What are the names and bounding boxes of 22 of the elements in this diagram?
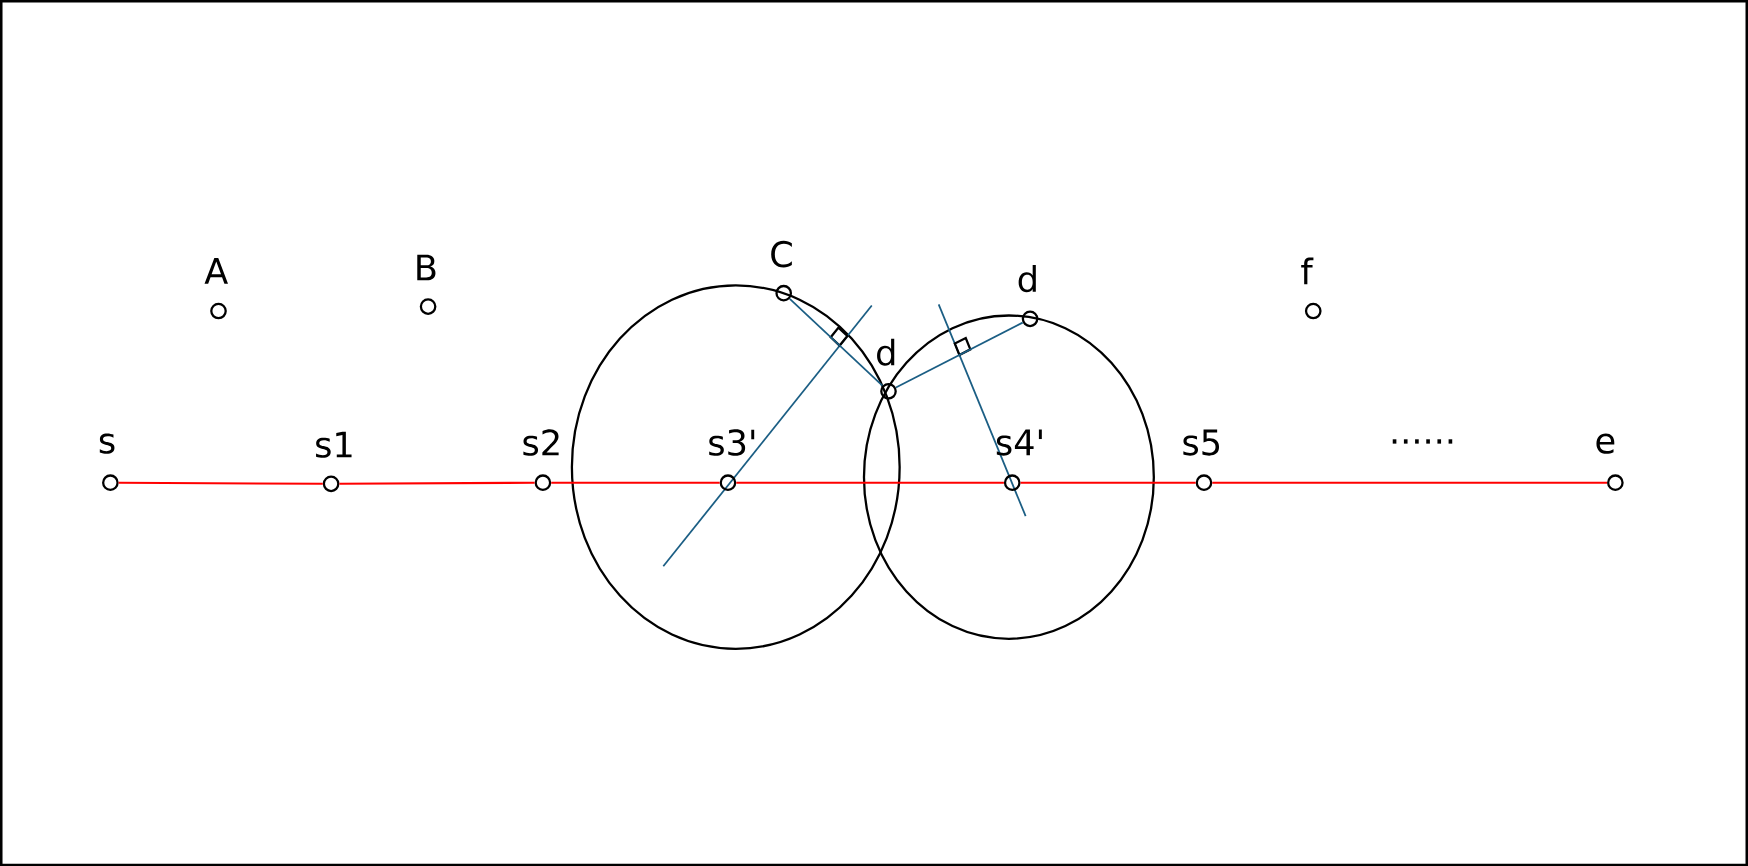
point-label: B xyxy=(417,254,436,281)
line-segment xyxy=(1212,481,1607,484)
line-segment xyxy=(788,297,884,387)
point-label: A xyxy=(204,258,228,284)
point-label: f xyxy=(1301,257,1314,285)
point-label: s2 xyxy=(523,429,559,456)
line-segment xyxy=(736,481,1004,484)
point-label: s5 xyxy=(1183,429,1219,456)
point-label: e xyxy=(1596,433,1615,454)
line-segment xyxy=(118,481,323,485)
line-segment xyxy=(895,321,1024,389)
line-segment xyxy=(551,481,720,484)
point-label: d xyxy=(877,338,895,366)
point-label: s3' xyxy=(709,429,755,456)
point-label: s xyxy=(99,433,115,454)
ellipsis-label: ...... xyxy=(1392,439,1453,444)
line-segment xyxy=(1020,481,1196,484)
point-label: d xyxy=(1018,265,1036,293)
point-label: C xyxy=(771,240,792,268)
line-segment xyxy=(339,481,535,485)
point-label: s4' xyxy=(996,429,1042,456)
point-label: s1 xyxy=(316,431,352,458)
